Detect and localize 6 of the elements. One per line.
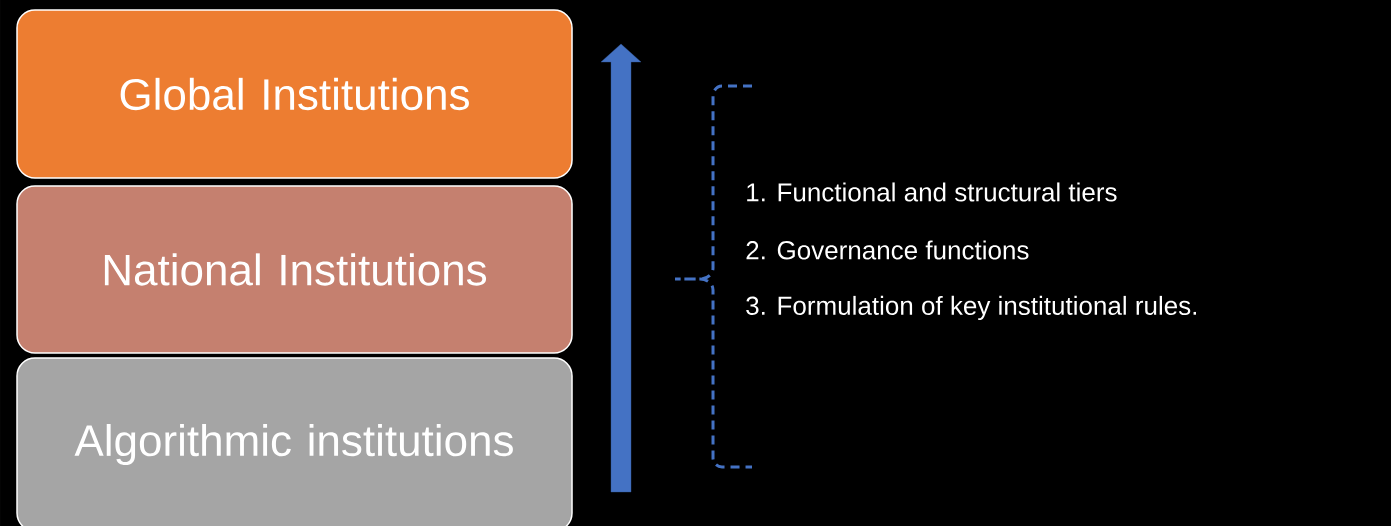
list-item: 1. Functional and structural tiers: [747, 182, 1117, 202]
tier-box: Algorithmic institutions: [16, 357, 573, 526]
list-item: 2. Governance functions: [746, 240, 1029, 260]
tier-box: Global Institutions: [16, 9, 573, 179]
list-item: 3. Formulation of key institutional rules.: [746, 295, 1197, 321]
tier-box: National Institutions: [16, 185, 573, 354]
